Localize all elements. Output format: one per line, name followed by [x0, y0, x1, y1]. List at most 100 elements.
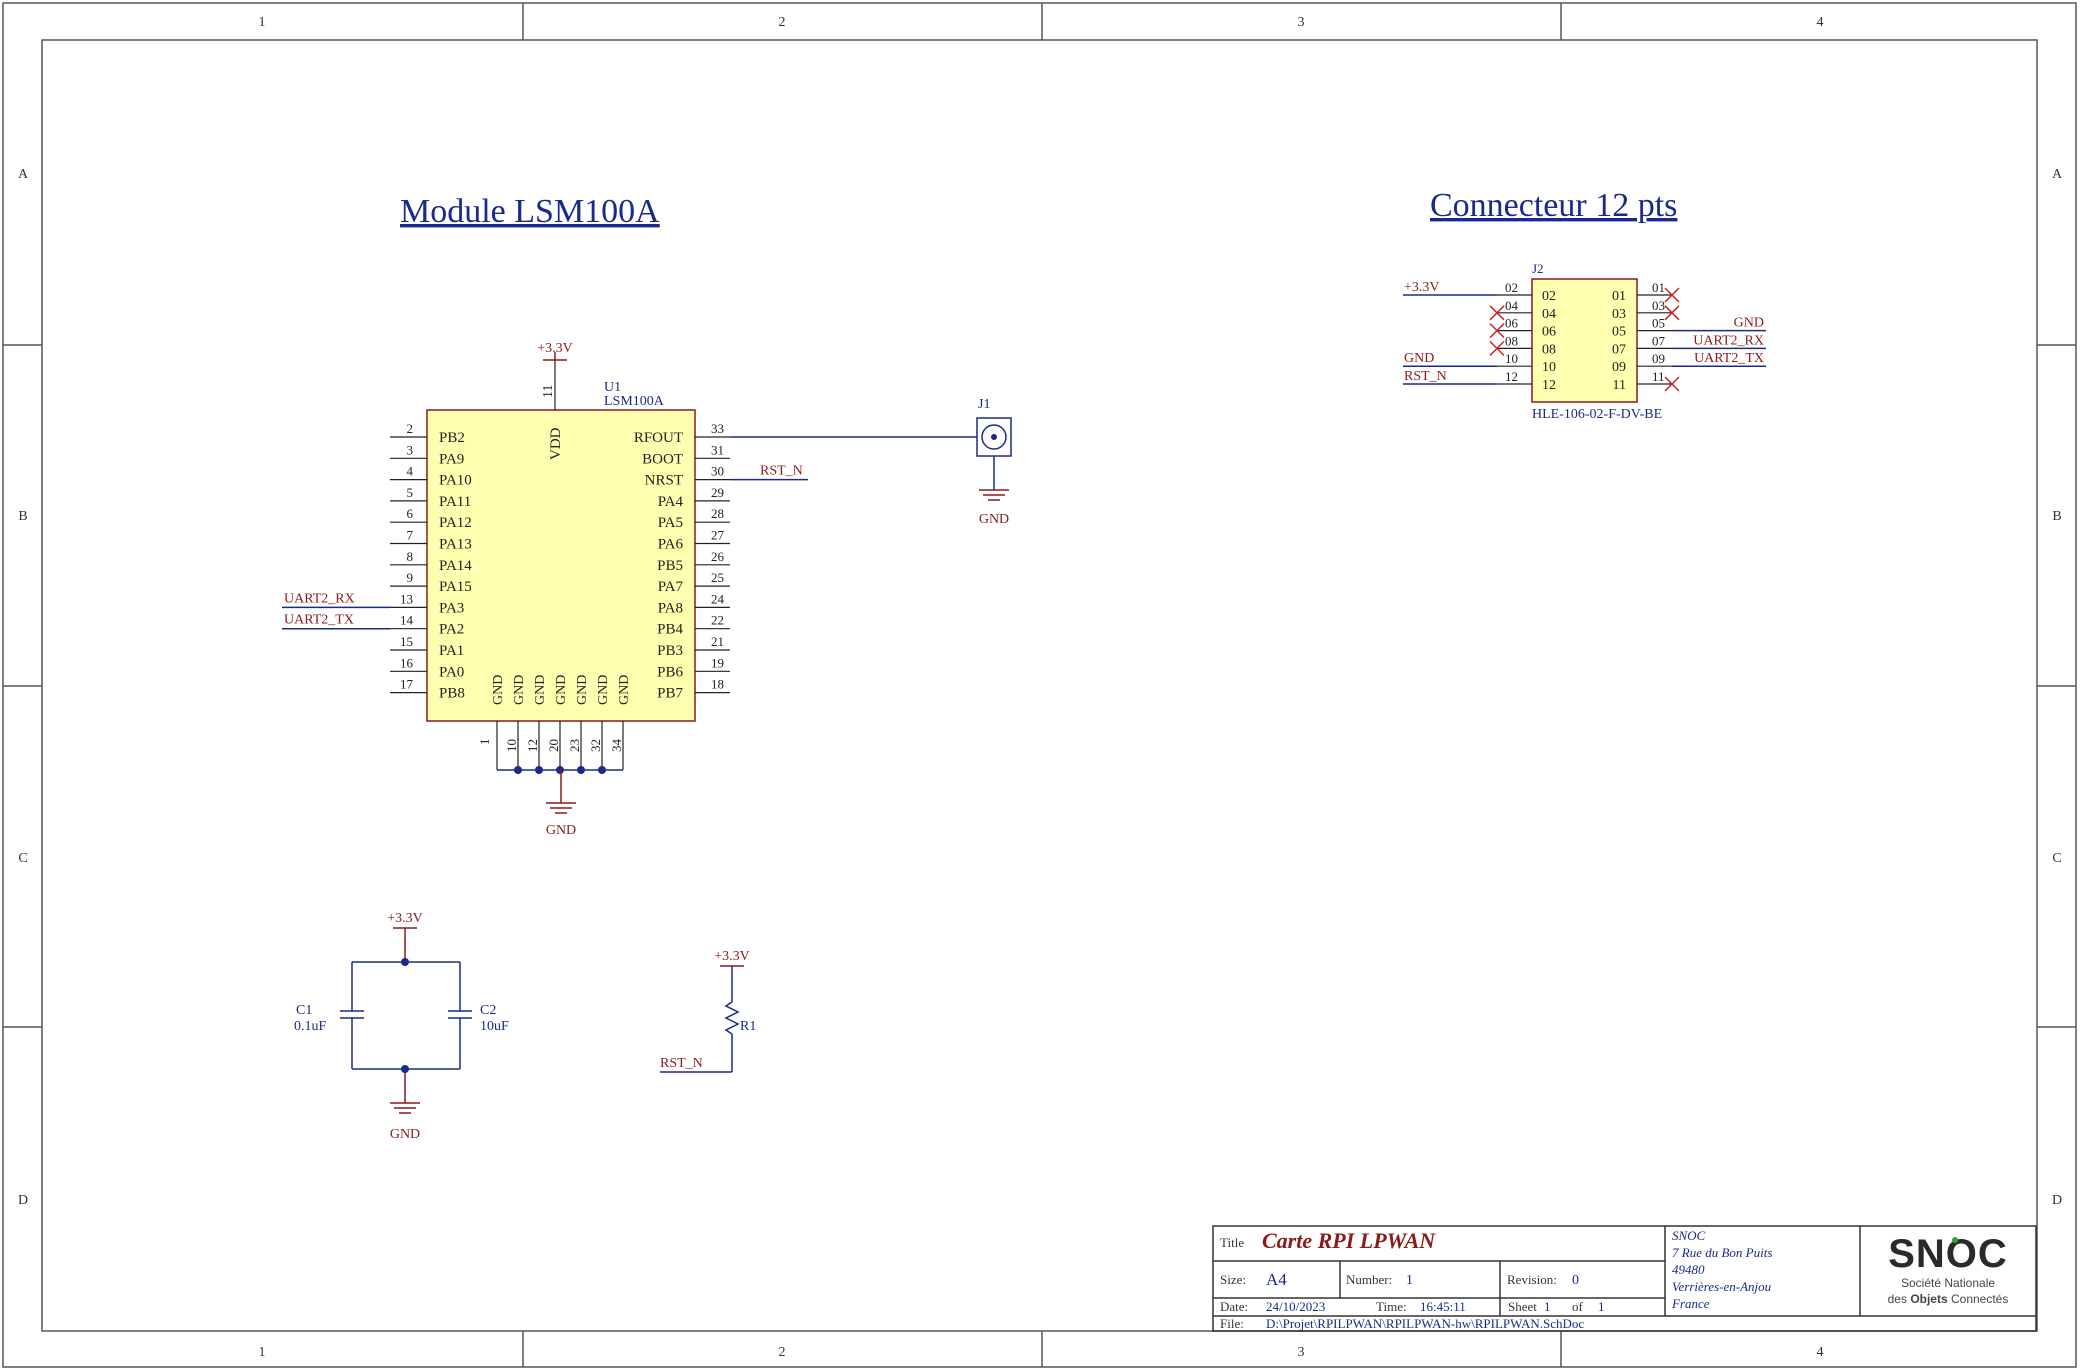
row-label-right-b: B — [2052, 509, 2061, 524]
connector-heading: Connecteur 12 pts — [1430, 187, 1677, 224]
time-label: Time: — [1376, 1299, 1407, 1314]
row-label-right-a: A — [2052, 167, 2063, 182]
row-label-left-c: C — [18, 851, 27, 866]
size-label: Size: — [1220, 1272, 1246, 1287]
u1-gnd-pin-number: 34 — [609, 739, 624, 753]
u1-gnd-label: GND — [546, 823, 576, 838]
logo-sub-2b: Objets — [1910, 1292, 1948, 1306]
no-connect-icon — [1664, 287, 1680, 303]
u1-pin-name: PA15 — [439, 579, 472, 595]
no-connect-icon — [1489, 340, 1505, 356]
col-label-bottom-1: 1 — [259, 1345, 266, 1360]
u1-pin-name: PB5 — [657, 558, 683, 574]
u1-gnd-pin-number: 23 — [567, 739, 582, 752]
u1-symbol: U1 LSM100A +3.3V 11 VDD 2PB23PA94PA105PA… — [282, 341, 808, 774]
number-value: 1 — [1406, 1273, 1413, 1288]
u1-pin-number: 22 — [711, 613, 724, 628]
u1-pin-number: 15 — [400, 634, 413, 649]
c2-value: 10uF — [480, 1019, 509, 1034]
logo-text: SNOC — [1888, 1232, 2008, 1276]
decoupling-gnd-label: GND — [390, 1127, 420, 1142]
u1-pin-name: RFOUT — [634, 430, 683, 446]
row-label-left-d: D — [18, 1193, 28, 1208]
j2-pin-label: 04 — [1542, 307, 1556, 322]
address-line-3: 49480 — [1672, 1262, 1705, 1277]
of-label: of — [1572, 1299, 1584, 1314]
u1-gnd-pin-name: GND — [533, 675, 548, 705]
sheet-total: 1 — [1598, 1299, 1605, 1314]
u1-pin-number: 27 — [711, 528, 725, 543]
j2-pin-label: 06 — [1542, 325, 1556, 340]
number-label: Number: — [1346, 1272, 1392, 1287]
logo-sub-1: Société Nationale — [1901, 1276, 1995, 1290]
module-heading: Module LSM100A — [400, 193, 660, 230]
address-line-1: SNOC — [1672, 1228, 1706, 1243]
revision-value: 0 — [1572, 1273, 1579, 1288]
j2-net-label: UART2_TX — [1694, 351, 1764, 366]
row-label-right-c: C — [2052, 851, 2061, 866]
u1-pin-name: NRST — [645, 473, 683, 489]
row-label-left-b: B — [18, 509, 27, 524]
u1-gnd-pin-number: 32 — [588, 739, 603, 752]
j2-pin-label: 02 — [1542, 289, 1556, 304]
no-connect-icon — [1664, 305, 1680, 321]
j2-pin-label: 12 — [1542, 378, 1556, 393]
u1-net-label: RST_N — [760, 464, 803, 479]
col-label-bottom-2: 2 — [779, 1345, 786, 1360]
u1-right-pins: 33RFOUT31BOOT30NRSTRST_N29PA428PA527PA62… — [634, 421, 808, 702]
j2-pin-number: 01 — [1652, 280, 1665, 295]
j1-coax-icon — [981, 424, 1007, 450]
no-connect-icon — [1489, 323, 1505, 339]
u1-gnd-bus: GND — [497, 769, 623, 838]
u1-net-label: UART2_RX — [284, 591, 355, 606]
decoupling-junction-top — [401, 958, 409, 966]
sheet-value: 1 — [1544, 1299, 1551, 1314]
decoupling-junction-bottom — [401, 1065, 409, 1073]
no-connect-icon — [1489, 305, 1505, 321]
c1-value: 0.1uF — [294, 1019, 327, 1034]
file-label: File: — [1220, 1316, 1244, 1331]
date-label: Date: — [1220, 1299, 1248, 1314]
u1-pin-name: PA2 — [439, 622, 464, 638]
file-path: D:\Projet\RPILPWAN\RPILPWAN-hw\RPILPWAN.… — [1266, 1316, 1584, 1331]
u1-pin-number: 2 — [407, 421, 414, 436]
u1-pin-name: PA11 — [439, 494, 471, 510]
logo-sub-2c: Connectés — [1948, 1292, 2009, 1306]
u1-ref: U1 — [604, 380, 621, 395]
u1-pin-name: PA6 — [658, 537, 684, 553]
logo-sub-2a: des — [1888, 1292, 1911, 1306]
u1-gnd-pin-number: 20 — [546, 739, 561, 752]
u1-pin-number: 9 — [407, 570, 414, 585]
u1-pin-number: 31 — [711, 442, 724, 457]
u1-pin-name: PB7 — [657, 686, 683, 702]
u1-value: LSM100A — [604, 394, 665, 409]
u1-vdd-power-label: +3.3V — [537, 341, 573, 356]
j2-pin-number: 10 — [1505, 351, 1518, 366]
j2-pin-label: 08 — [1542, 342, 1556, 357]
u1-pin-number: 17 — [400, 677, 414, 692]
u1-pin-name: BOOT — [642, 451, 683, 467]
j1-ref: J1 — [978, 397, 990, 412]
u1-pin-name: PA12 — [439, 515, 472, 531]
j2-pin-number: 04 — [1505, 298, 1519, 313]
u1-pin-number: 29 — [711, 485, 724, 500]
col-label-bottom-3: 3 — [1298, 1345, 1305, 1360]
size-value: A4 — [1266, 1270, 1287, 1289]
time-value: 16:45:11 — [1420, 1299, 1466, 1314]
j2-net-label: UART2_RX — [1693, 333, 1764, 348]
j2-pin-number: 08 — [1505, 333, 1518, 348]
u1-pin-name: PA14 — [439, 558, 472, 574]
j2-ref: J2 — [1532, 261, 1544, 276]
u1-pin-name: PA10 — [439, 473, 472, 489]
u1-body — [426, 409, 696, 722]
col-label-top-1: 1 — [259, 15, 266, 30]
u1-left-pins: 2PB23PA94PA105PA116PA127PA138PA149PA1513… — [282, 421, 472, 702]
j2-pin-number: 07 — [1652, 333, 1666, 348]
sheet-label: Sheet — [1508, 1299, 1537, 1314]
title-value: Carte RPI LPWAN — [1262, 1228, 1436, 1253]
u1-gnd-pin-name: GND — [491, 675, 506, 705]
u1-pin-number: 8 — [407, 549, 414, 564]
